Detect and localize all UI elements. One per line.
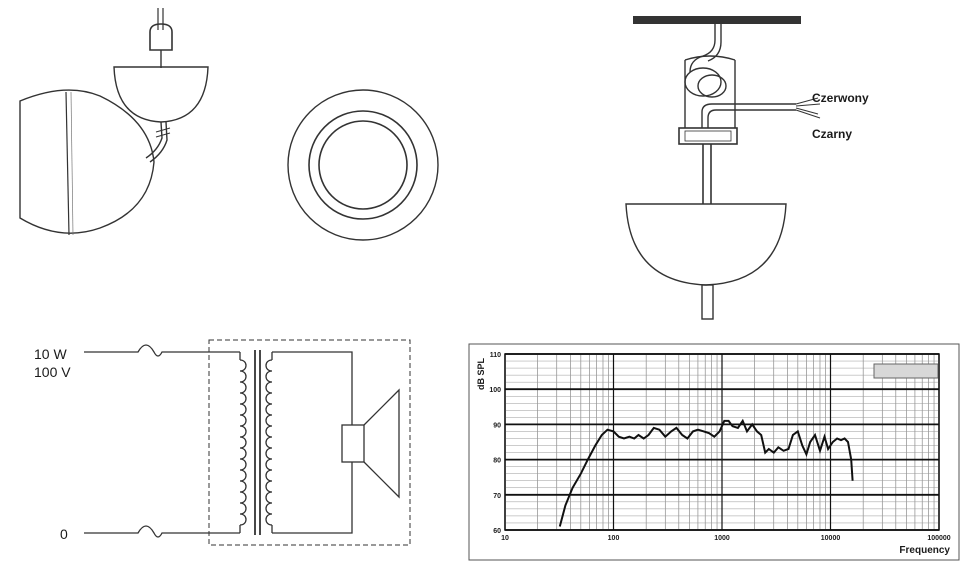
ceiling-bar [633,16,801,24]
bottom-rod [701,284,714,320]
hanger-hook [157,8,164,30]
input-power-label: 10 W [34,346,67,362]
wiring-schematic [84,339,411,546]
secondary-winding [265,359,273,526]
input-line-bottom [84,525,240,538]
y-tick-labels: 60 70 80 90 100 110 [489,352,501,535]
cable-loop [684,55,736,128]
y-tick-label: 100 [489,387,501,394]
y-axis-label: dB SPL [476,357,486,390]
speaker-side-view [19,8,209,236]
black-wire-label: Czarny [812,127,852,141]
front-outer-ring [287,89,439,241]
y-tick-label: 60 [493,528,501,535]
y-tick-label: 110 [490,352,501,359]
front-grille-outer [308,110,418,220]
ceiling-hook [689,24,716,73]
x-tick-label: 10 [501,535,509,542]
cable-clamp [678,127,738,145]
hanger-clamp [149,23,173,51]
y-tick-label: 70 [493,493,501,500]
black-wire-end [795,107,821,119]
x-axis-label: Frequency [899,545,950,556]
speaker-front-view [287,89,439,241]
major-grid [504,353,940,531]
red-wire-end [795,97,821,107]
primary-winding [239,359,247,526]
output-cable [701,103,796,128]
transformer-coils [239,359,273,526]
cable-coil-1 [684,67,722,97]
big-mount-cup [625,203,787,286]
y-tick-label: 90 [493,422,501,429]
x-tick-label: 10000 [821,535,841,542]
red-wire-label: Czerwony [812,91,869,105]
y-tick-label: 80 [493,458,501,465]
secondary-top-line [272,351,353,425]
input-voltage-label: 100 V [34,364,71,380]
front-grille-inner [318,120,408,210]
wiring-mount-view [625,16,821,320]
loudspeaker-magnet [341,424,365,463]
input-line-top [84,344,240,357]
hanger-cable [145,121,168,163]
speaker-ball [19,89,155,234]
x-tick-label: 100000 [927,535,950,542]
legend-box [873,363,939,379]
loudspeaker-cone [363,388,400,499]
cable-coil-2 [697,74,727,98]
support-rod [702,144,712,204]
input-zero-label: 0 [60,526,68,542]
frequency-response-chart: 60 70 80 90 100 110 10 100 1000 10000 100000 dB S… [468,343,960,561]
cable-tie [155,127,171,138]
response-curve [558,418,854,527]
x-tick-label: 100 [608,535,620,542]
x-tick-labels: 10 100 1000 10000 100000 [501,535,951,542]
x-tick-label: 1000 [714,535,730,542]
ball-seam [65,91,70,236]
secondary-bottom-line [272,462,353,534]
transformer-enclosure [208,339,411,546]
